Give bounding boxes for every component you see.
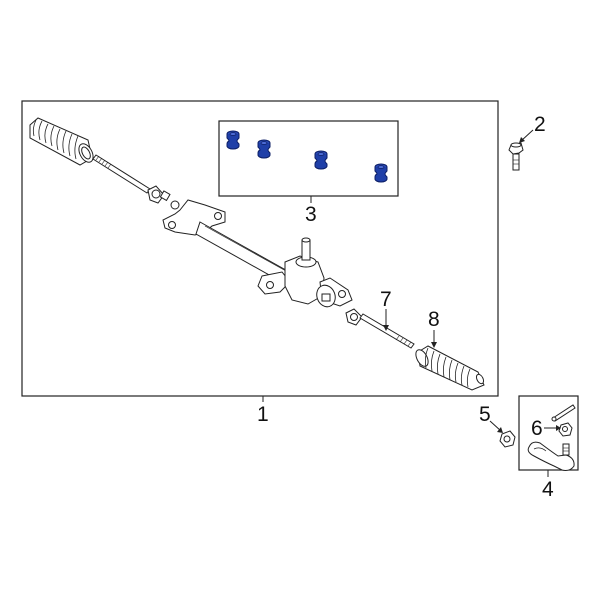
callout-2[interactable]: 2 <box>534 113 546 136</box>
nut[interactable] <box>499 430 516 448</box>
bushing-2[interactable] <box>257 139 271 159</box>
assembly-frame <box>21 100 499 397</box>
callout-4[interactable]: 4 <box>542 478 554 501</box>
left-rack-boot[interactable] <box>29 117 96 166</box>
bushing-4[interactable] <box>374 163 388 183</box>
outer-tie-rod-end[interactable] <box>527 441 575 471</box>
cotter-pin[interactable] <box>551 404 576 422</box>
callout-3[interactable]: 3 <box>305 203 317 226</box>
callout-6[interactable]: 6 <box>531 417 543 440</box>
rack-housing[interactable] <box>162 199 353 309</box>
callout-8[interactable]: 8 <box>428 308 440 331</box>
right-inner-tie-rod[interactable] <box>345 308 415 349</box>
callout-7[interactable]: 7 <box>380 288 392 311</box>
bushing-3[interactable] <box>314 150 328 170</box>
callout-1[interactable]: 1 <box>257 403 269 426</box>
right-rack-boot[interactable] <box>413 345 485 391</box>
callout-5[interactable]: 5 <box>479 403 491 426</box>
bushings-frame <box>218 120 399 197</box>
left-inner-tie-rod[interactable] <box>92 154 171 204</box>
mounting-bolt[interactable] <box>508 142 524 171</box>
bushing-1[interactable] <box>226 130 240 150</box>
castle-nut[interactable] <box>558 422 573 437</box>
